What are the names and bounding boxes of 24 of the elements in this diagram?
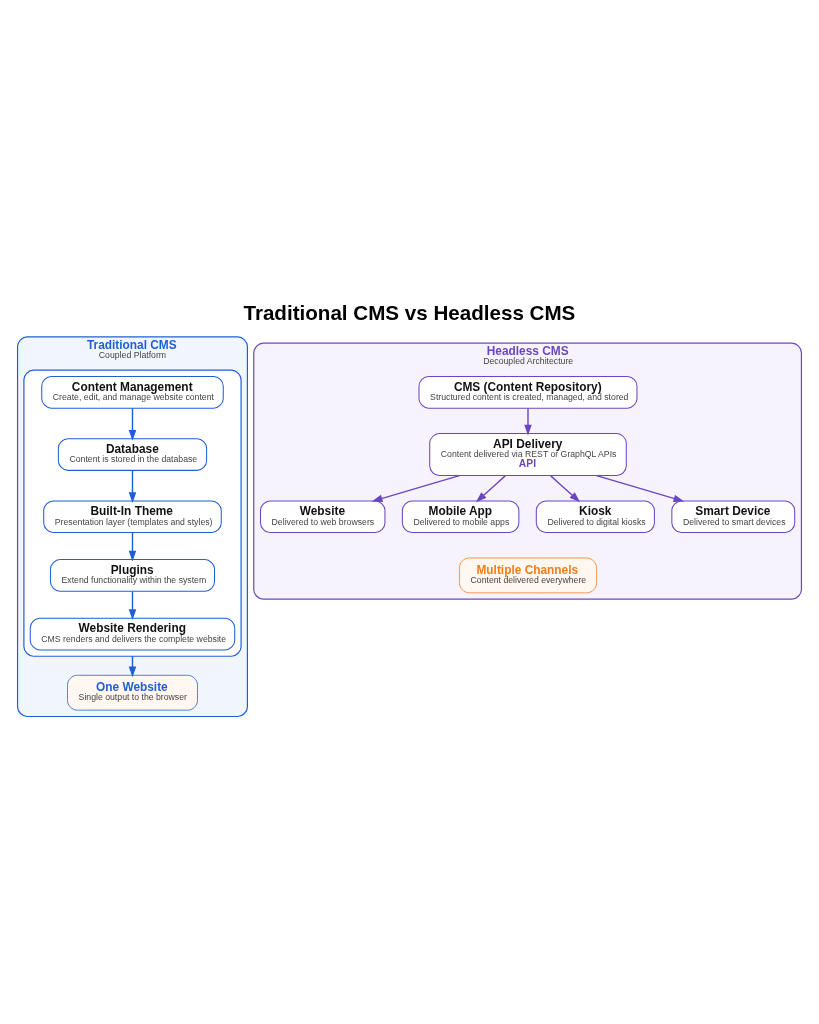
arrow <box>524 407 532 436</box>
node-box: Multiple Channels Content delivered everywhere <box>459 557 597 594</box>
arrow <box>475 475 506 503</box>
node-box: Smart Device Delivered to smart devices <box>671 500 796 534</box>
arrow <box>128 532 137 562</box>
arrow <box>128 407 137 441</box>
node-box: Plugins Extend functionality within the system <box>49 559 216 592</box>
arrow <box>550 475 581 503</box>
cluster <box>23 369 242 657</box>
arrow <box>128 590 137 621</box>
node-box: Database Content is stored in the database <box>57 438 208 471</box>
node-box: Content Management Create, edit, and manage website content <box>41 375 224 409</box>
node-box: CMS (Content Repository) Structured content is created, managed, and stored <box>418 375 638 409</box>
arrow <box>128 469 137 504</box>
node-box: Kiosk Delivered to digital kiosks <box>535 500 655 534</box>
diagram-title: Traditional CMS vs Headless CMS <box>243 301 576 325</box>
node-box: Mobile App Delivered to mobile apps <box>401 500 520 534</box>
node-box: Website Rendering CMS renders and delivers the complete website <box>29 617 236 651</box>
arrow <box>595 474 685 503</box>
node-box: Built-In Theme Presentation layer (templates and styles) <box>43 500 222 534</box>
node-box: Website Delivered to web browsers <box>259 500 386 534</box>
node-box: One Website Single output to the browser <box>67 674 198 711</box>
node-box: API Delivery Content delivered via REST or GraphQL APIs API <box>429 433 627 477</box>
arrow <box>371 474 461 503</box>
